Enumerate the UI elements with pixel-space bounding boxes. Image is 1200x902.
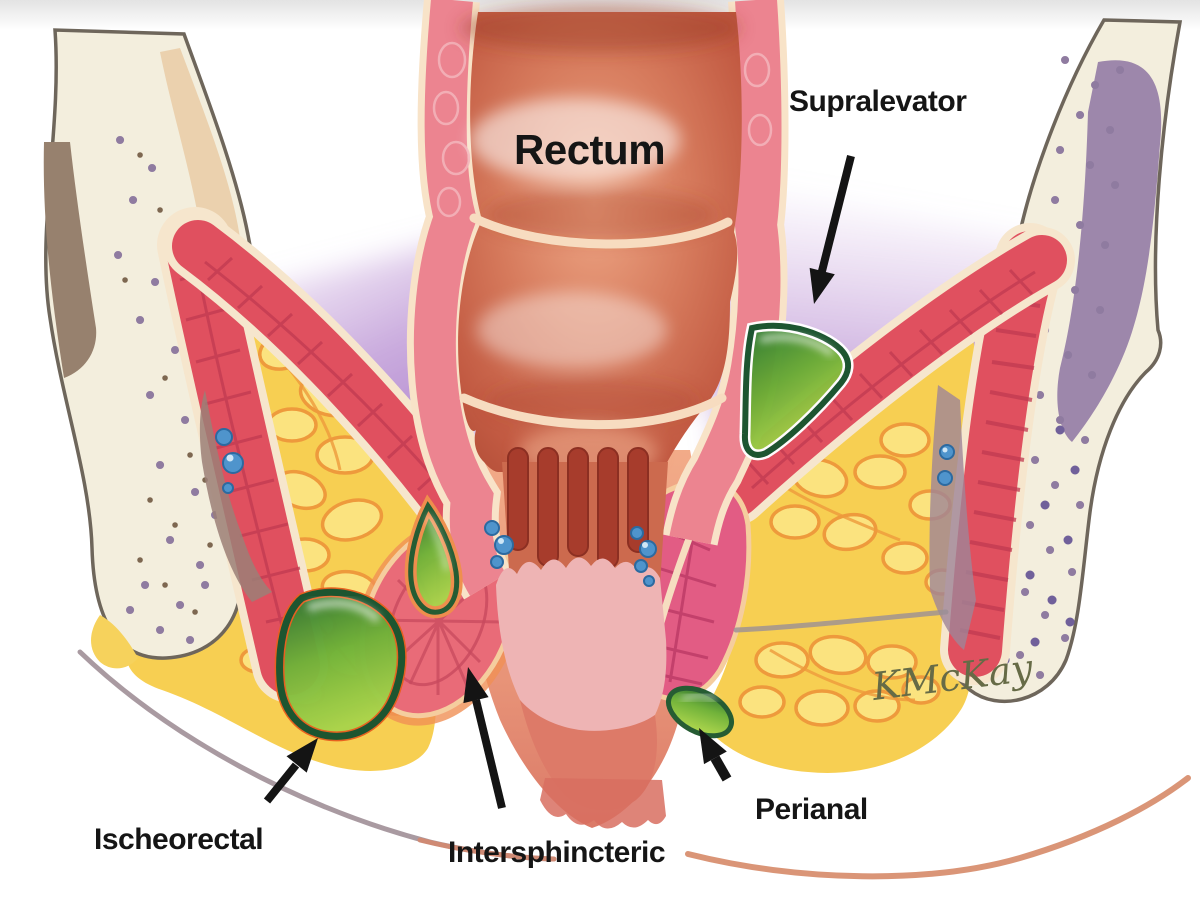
nodule-cluster-left-fascia [215,428,244,494]
ischeorectal-arrow [263,738,318,804]
bone-speckles-left [114,136,220,644]
right-levator-ani-muscle [703,227,1075,525]
rectal-fold-upper [469,213,733,249]
perineal-skin-scallop [540,778,666,829]
left-fascia-strip [199,390,272,602]
nodule-cluster-left-dentate [484,520,514,569]
bone-speckles-right [1016,56,1125,679]
rectal-fold-lower [459,393,727,430]
perianal-abscess [666,685,734,739]
intersphincteric-label: Intersphincteric [448,836,666,869]
right-buttock-contour [685,775,1191,880]
supralevator-arrow [809,155,855,304]
nodule-cluster-right-dentate [630,526,657,587]
ischiorectal-abscess [274,587,407,742]
ischeorectal-label: Ischeorectal [94,823,264,856]
bone-shadow-right [1057,60,1162,442]
perianal-label: Perianal [755,793,868,826]
intersphincteric-abscess [404,494,463,619]
fascia-line-right [733,609,949,633]
skin-contours [77,609,1191,880]
rectum-label: Rectum [514,126,666,173]
rectum-wall-left [413,0,507,596]
rectum-wall-texture [432,41,773,218]
annotation-arrows [263,155,855,809]
intersphincteric-arrow [463,667,506,809]
supralevator-label: Supralevator [789,85,967,118]
blue-nodules [215,428,955,587]
anal-columns [502,447,668,585]
right-ischiorectal-fat [700,332,981,773]
nodule-cluster-right-fascia [937,444,955,486]
anal-pecten [496,557,667,732]
perianal-arrow [699,728,732,782]
bone-shadow-left [43,142,97,378]
supralevator-abscess [739,320,854,461]
